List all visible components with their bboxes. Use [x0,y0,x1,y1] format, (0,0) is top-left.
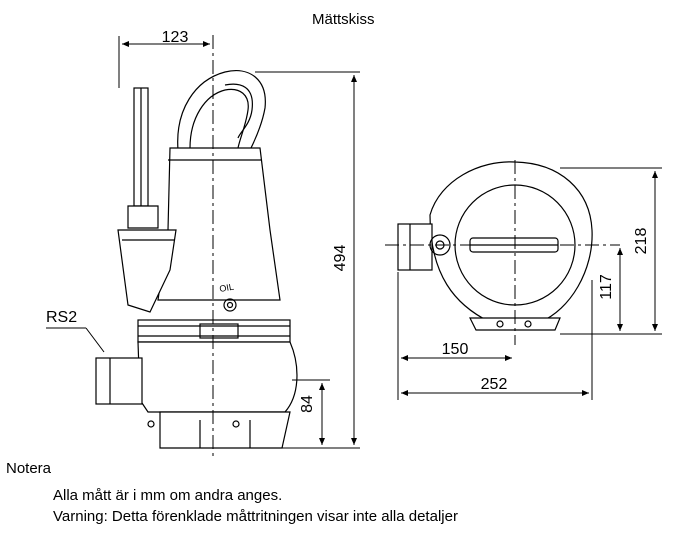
oil-label: OIL [219,282,235,294]
motor-housing [157,147,281,301]
dimension-150 [397,272,512,400]
notes-heading: Notera [6,460,52,477]
drawing-title: Mättskiss [312,11,375,28]
pump-plan-view [397,161,593,331]
note-units: Alla mått är i mm om andra anges. [53,487,283,504]
dimension-123 [118,36,210,88]
dimension-84 [292,379,330,445]
dimension-252 [401,280,593,400]
note-warning: Varning: Detta förenklade måttritningen … [53,508,458,525]
dim-label-218: 218 [633,228,650,255]
pump-outlet [95,357,143,405]
pump-base [159,411,291,449]
dim-label-252: 252 [481,376,508,393]
dim-label-150: 150 [442,341,469,358]
plan-outlet [397,223,433,271]
dim-label-123: 123 [162,29,189,46]
rs2-label: RS2 [46,309,77,326]
dimension-218 [560,167,662,335]
rs2-leader [85,327,105,353]
pump-side-view [95,70,298,449]
pump-flange [137,319,291,343]
dim-label-117: 117 [598,274,615,300]
dimension-494 [255,71,360,449]
pump-handle [177,70,266,151]
pump-volute [137,341,298,413]
dim-label-84: 84 [299,395,316,413]
dim-label-494: 494 [332,245,349,272]
